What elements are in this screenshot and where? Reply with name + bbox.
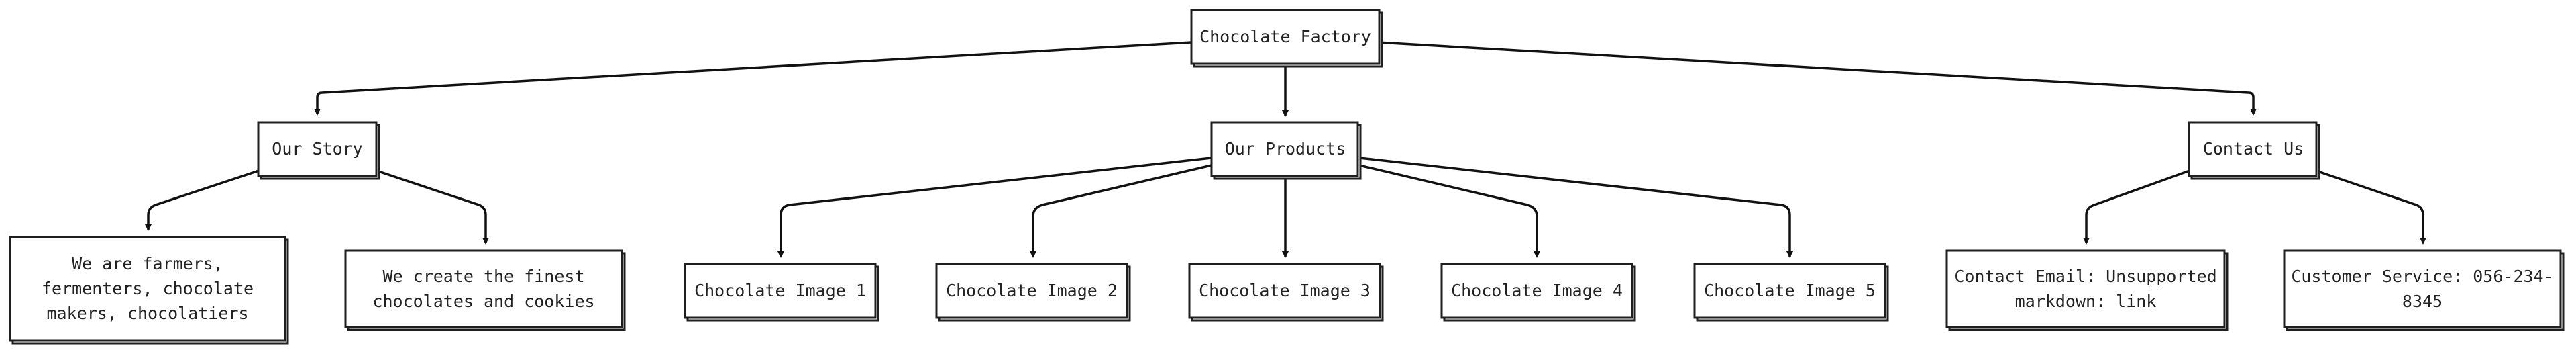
section-node-our-story[interactable]: Our Story [257,121,380,180]
leaf-label-chocolate-image-2: Chocolate Image 2 [946,281,1118,300]
leaf-label-chocolate-image-1: Chocolate Image 1 [694,281,866,300]
root-node-label: Chocolate Factory [1199,27,1371,46]
leaf-label-customer-service-line-1: Customer Service: 056-234- [2291,267,2553,286]
leaf-label-chocolate-image-4: Chocolate Image 4 [1451,281,1623,300]
edge-our-story-to-farmers [145,169,260,231]
leaf-label-customer-service-line-2: 8345 [2402,292,2443,311]
leaf-label-finest-line-1: We create the finest [382,267,584,286]
edge-contact-us-to-service [2315,169,2426,245]
leaf-label-contact-email-line-1: Contact Email: Unsupported [1954,267,2216,286]
section-label-contact-us: Contact Us [2203,139,2304,159]
leaf-label-finest-line-2: chocolates and cookies [372,292,594,311]
root-node[interactable]: Chocolate Factory [1190,9,1383,68]
section-node-contact-us[interactable]: Contact Us [2188,121,2320,180]
leaf-node-farmers[interactable]: We are farmers, fermenters, chocolate ma… [9,236,289,345]
edge-our-products-to-image-2 [1030,164,1212,258]
section-node-our-products[interactable]: Our Products [1210,121,1362,180]
leaf-node-chocolate-image-3[interactable]: Chocolate Image 3 [1188,263,1384,322]
edge-root-to-contact-us [1377,41,2257,116]
leaf-label-chocolate-image-5: Chocolate Image 5 [1704,281,1876,300]
edge-contact-us-to-email [2083,169,2190,245]
leaf-node-finest-chocolates[interactable]: We create the finest chocolates and cook… [344,249,626,331]
leaf-node-chocolate-image-2[interactable]: Chocolate Image 2 [935,263,1131,322]
leaf-label-farmers-line-2: fermenters, chocolate [42,279,254,298]
edge-our-products-to-image-5 [1358,157,1793,258]
edge-root-to-our-story [314,41,1192,116]
leaf-node-contact-email[interactable]: Contact Email: Unsupported markdown: lin… [1945,249,2229,331]
leaf-label-farmers-line-1: We are farmers, [72,254,223,273]
leaf-node-chocolate-image-4[interactable]: Chocolate Image 4 [1440,263,1636,322]
edge-our-products-to-image-1 [777,157,1212,258]
edge-our-story-to-finest [376,169,489,245]
section-label-our-story: Our Story [272,139,362,159]
section-label-our-products: Our Products [1225,139,1346,159]
edge-our-products-to-image-4 [1358,164,1540,258]
edges [145,41,2426,258]
leaf-node-chocolate-image-5[interactable]: Chocolate Image 5 [1693,263,1889,322]
leaf-label-chocolate-image-3: Chocolate Image 3 [1199,281,1371,300]
leaf-label-farmers-line-3: makers, chocolatiers [46,304,248,323]
leaf-node-customer-service[interactable]: Customer Service: 056-234- 8345 [2283,249,2565,331]
leaf-label-contact-email-line-2: markdown: link [2015,292,2157,311]
leaf-node-chocolate-image-1[interactable]: Chocolate Image 1 [684,263,879,322]
